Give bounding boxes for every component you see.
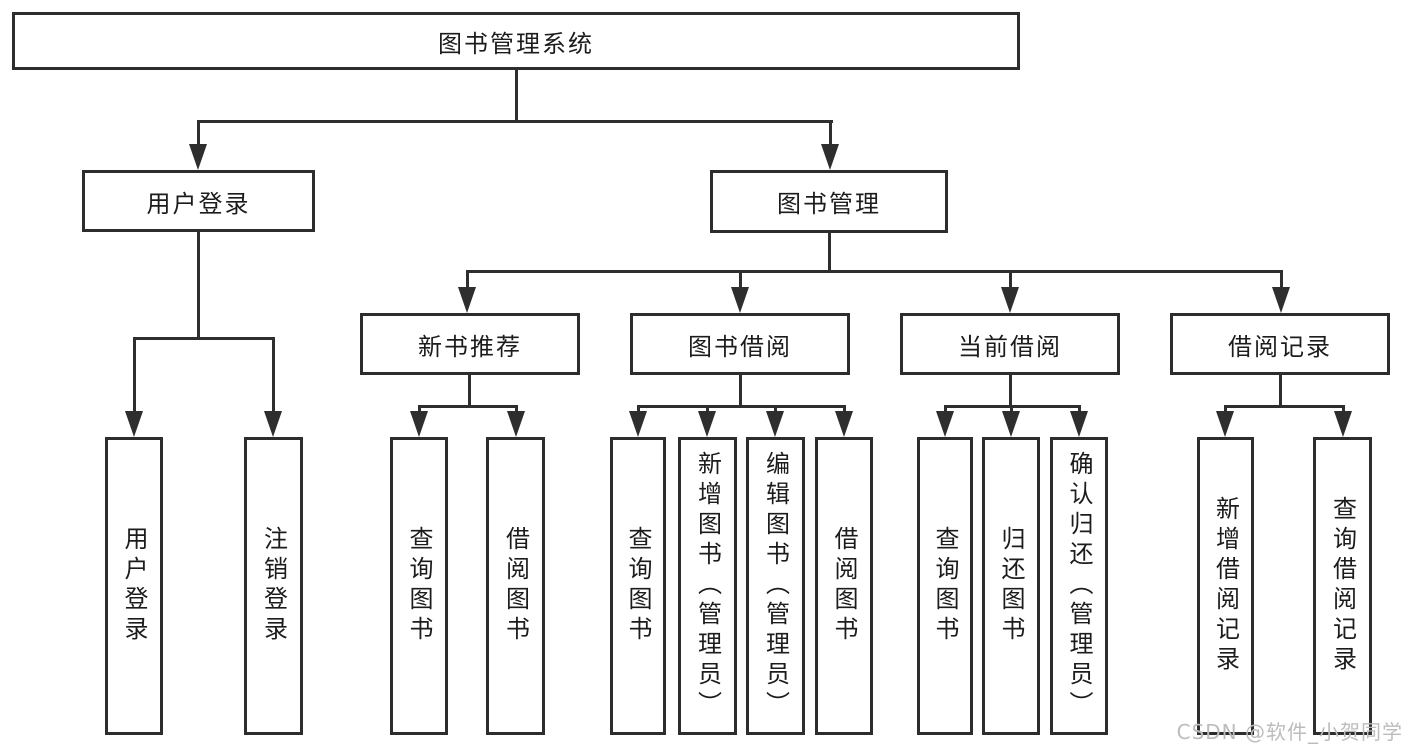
node-user-login: 用户登录 xyxy=(82,170,315,232)
node-book-management: 图书管理 xyxy=(710,170,948,233)
leaf-borrow-books-recommend: 借阅图书 xyxy=(486,437,545,735)
leaf-logout: 注销登录 xyxy=(244,437,303,735)
connector-line xyxy=(133,337,136,413)
connector-line xyxy=(197,120,200,148)
connector-line xyxy=(1078,405,1081,414)
leaf-label: 用户登录 xyxy=(120,526,148,646)
leaf-label: 借阅图书 xyxy=(501,526,530,646)
arrowhead-down-icon xyxy=(835,411,853,437)
leaf-label: 新增图书（管理员） xyxy=(693,451,722,721)
leaf-label: 新增借阅记录 xyxy=(1211,496,1240,676)
arrowhead-down-icon xyxy=(1334,411,1352,437)
leaf-confirm-return-admin: 确认归还（管理员） xyxy=(1050,437,1108,735)
connector-line xyxy=(418,405,421,414)
leaf-label: 注销登录 xyxy=(259,526,288,646)
arrowhead-down-icon xyxy=(731,287,749,313)
node-current-borrowing: 当前借阅 xyxy=(900,313,1120,375)
leaf-label: 确认归还（管理员） xyxy=(1065,451,1093,721)
connector-line xyxy=(272,337,275,413)
connector-line xyxy=(637,405,640,414)
leaf-label: 编辑图书（管理员） xyxy=(761,451,790,721)
connector-line xyxy=(133,337,275,340)
connector-line xyxy=(637,405,846,408)
leaf-label: 归还图书 xyxy=(997,526,1025,646)
leaf-query-books-current: 查询图书 xyxy=(917,437,973,735)
csdn-watermark: CSDN @软件_小贺同学 xyxy=(1176,720,1403,744)
arrowhead-down-icon xyxy=(458,287,476,313)
connector-line xyxy=(944,405,947,414)
arrowhead-down-icon xyxy=(125,411,143,437)
arrowhead-down-icon xyxy=(936,411,954,437)
leaf-label: 查询图书 xyxy=(405,526,433,646)
leaf-query-borrow-record: 查询借阅记录 xyxy=(1313,437,1372,735)
leaf-query-books-borrow: 查询图书 xyxy=(610,437,666,735)
connector-line xyxy=(197,120,833,123)
connector-line xyxy=(468,375,471,408)
connector-line xyxy=(515,70,518,123)
leaf-query-books-recommend: 查询图书 xyxy=(390,437,448,735)
connector-line xyxy=(197,232,200,340)
connector-line xyxy=(706,405,709,414)
connector-line xyxy=(1224,405,1345,408)
connector-line xyxy=(466,270,1283,273)
arrowhead-down-icon xyxy=(1216,411,1234,437)
connector-line xyxy=(829,120,832,148)
arrowhead-down-icon xyxy=(410,411,428,437)
connector-line xyxy=(1280,270,1283,290)
connector-line xyxy=(843,405,846,414)
connector-line xyxy=(1224,405,1227,414)
arrowhead-down-icon xyxy=(1272,287,1290,313)
connector-line xyxy=(1009,270,1012,290)
connector-line xyxy=(466,270,469,290)
leaf-label: 借阅图书 xyxy=(830,526,858,646)
leaf-add-borrow-record: 新增借阅记录 xyxy=(1197,437,1254,735)
arrowhead-down-icon xyxy=(507,411,525,437)
node-book-borrowing: 图书借阅 xyxy=(630,313,850,375)
arrowhead-down-icon xyxy=(189,144,207,170)
leaf-borrow-books: 借阅图书 xyxy=(815,437,873,735)
leaf-add-books-admin: 新增图书（管理员） xyxy=(678,437,737,735)
arrowhead-down-icon xyxy=(1070,411,1088,437)
leaf-label: 查询借阅记录 xyxy=(1328,496,1357,676)
arrowhead-down-icon xyxy=(821,144,839,170)
leaf-user-login: 用户登录 xyxy=(105,437,163,735)
leaf-label: 查询图书 xyxy=(931,526,959,646)
node-new-book-recommendation: 新书推荐 xyxy=(360,313,580,375)
connector-line xyxy=(739,375,742,408)
connector-line xyxy=(1279,375,1282,408)
arrowhead-down-icon xyxy=(1002,411,1020,437)
leaf-label: 查询图书 xyxy=(624,526,652,646)
connector-line xyxy=(828,233,831,273)
arrowhead-down-icon xyxy=(264,411,282,437)
node-library-management-system: 图书管理系统 xyxy=(12,12,1020,70)
arrowhead-down-icon xyxy=(698,411,716,437)
connector-line xyxy=(774,405,777,414)
connector-line xyxy=(1342,405,1345,414)
leaf-return-books: 归还图书 xyxy=(982,437,1040,735)
connector-line xyxy=(418,405,518,408)
arrowhead-down-icon xyxy=(629,411,647,437)
connector-line xyxy=(1010,405,1013,414)
connector-line xyxy=(739,270,742,290)
arrowhead-down-icon xyxy=(1001,287,1019,313)
connector-line xyxy=(1009,375,1012,408)
node-borrowing-records: 借阅记录 xyxy=(1170,313,1390,375)
connector-line xyxy=(515,405,518,414)
arrowhead-down-icon xyxy=(766,411,784,437)
leaf-edit-books-admin: 编辑图书（管理员） xyxy=(746,437,805,735)
